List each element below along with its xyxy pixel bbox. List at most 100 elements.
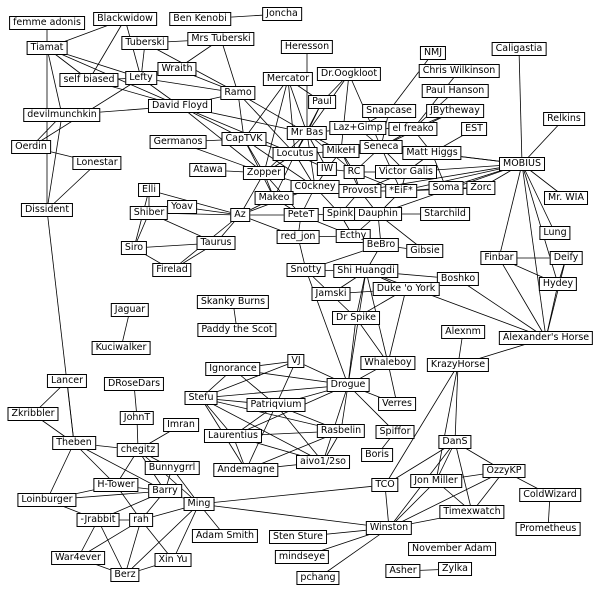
node-aivo: aivo1/2so	[296, 455, 350, 469]
edge-drogue-spiffor	[347, 384, 396, 433]
node-makeo: Makeo	[254, 191, 294, 205]
node-zorc: Zorc	[466, 181, 496, 195]
node-zopper: Zopper	[242, 166, 286, 180]
node-jrabbit: -Jrabbit	[76, 513, 120, 527]
edge-patriqvium-aivo	[275, 404, 324, 463]
edge-krazyhorse-dans	[454, 364, 459, 443]
node-blackwidow: Blackwidow	[93, 12, 157, 26]
node-tco: TCO	[371, 478, 399, 492]
edge-duke_o_york-whaleboy	[387, 288, 407, 364]
edge-david_floyd-locutus	[179, 105, 296, 155]
node-lung: Lung	[539, 226, 571, 240]
edge-mercator-zopper	[263, 78, 289, 174]
node-yoav: Yoav	[167, 200, 197, 214]
node-lancer: Lancer	[46, 374, 88, 388]
node-coldwizard: ColdWizard	[519, 488, 581, 502]
edge-mobius-hydey	[521, 163, 559, 285]
node-rasbelin: Rasbelin	[316, 424, 366, 438]
edge-chegitz-ming	[137, 449, 200, 505]
node-lefty: Lefty	[125, 71, 157, 85]
node-mikeh: MikeH	[322, 144, 360, 158]
node-november-adam: November Adam	[408, 542, 496, 556]
node-pchang: pchang	[296, 571, 340, 585]
node-dans: DanS	[438, 435, 472, 449]
node-skanky-burns: Skanky Burns	[196, 295, 270, 309]
edge-ramo-captvk	[237, 92, 245, 140]
edge-dissident-theben	[46, 209, 75, 444]
node-krazyhorse: KrazyHorse	[426, 358, 490, 372]
node-prometheus: Prometheus	[515, 522, 581, 536]
edge-drogue-stefu	[200, 384, 349, 399]
edge-chris_wilkinson-el_freako	[412, 70, 460, 130]
node-whaleboy: Whaleboy	[360, 356, 416, 370]
node-stefu: Stefu	[184, 391, 218, 405]
edge-shi_huangdi-dr_spike	[355, 270, 367, 319]
edge-jon_miller-winston	[388, 480, 437, 529]
node-alexanders-horse: Alexander's Horse	[498, 331, 594, 345]
node-mr-bas: Mr Bas	[286, 126, 328, 140]
node-asher: Asher	[385, 564, 421, 578]
edge-mobius-alexanders_horse	[521, 163, 547, 339]
node-starchild: Starchild	[420, 207, 470, 221]
node-nmj: NMJ	[419, 46, 447, 60]
node-mr-wia: Mr. WIA	[544, 191, 588, 205]
node-barry: Barry	[148, 484, 182, 498]
node-ignorance: Ignorance	[205, 362, 261, 376]
node-femme-adonis: femme adonis	[9, 16, 85, 30]
node-iw: IW	[316, 162, 338, 176]
node-shi-huangdi: Shi Huangdi	[333, 264, 399, 278]
node-mindseye: mindseye	[274, 550, 330, 564]
node-snapcase: Snapcase	[362, 104, 416, 118]
edge-devilmunchkin-dissident	[46, 114, 63, 211]
node-snotty: Snotty	[286, 263, 326, 277]
edge-ming-xin_yu	[172, 503, 200, 561]
node-caligastia: Caligastia	[491, 42, 547, 56]
edge-ozzykp-winston	[388, 470, 505, 529]
edge-drogue-aivo	[322, 384, 349, 463]
node-atawa: Atawa	[189, 163, 227, 177]
edge-winston-pchang	[317, 527, 390, 579]
node-ming: Ming	[183, 497, 215, 511]
node-devilmunchkin: devilmunchkin	[23, 108, 101, 122]
node-finbar: Finbar	[480, 251, 518, 265]
node-bebro: BeBro	[362, 238, 400, 252]
node-red-jon: red_jon	[276, 230, 320, 244]
node-adam-smith: Adam Smith	[191, 529, 259, 543]
edge-ming-winston	[198, 503, 390, 529]
node-paul: Paul	[308, 95, 336, 109]
node-tuberski: Tuberski	[121, 36, 169, 50]
edge-rah-berz	[124, 519, 142, 576]
node-zylka: Zylka	[438, 562, 472, 576]
node-victor-galis: Victor Galis	[374, 165, 438, 179]
node-war4ever: War4ever	[51, 551, 105, 565]
node-taurus: Taurus	[196, 236, 236, 250]
node-ben-kenobi: Ben Kenobi	[169, 12, 231, 26]
node-paul-hanson: Paul Hanson	[421, 84, 489, 98]
node-est: EST	[461, 122, 487, 136]
node-verres: Verres	[378, 397, 416, 411]
node-theben: Theben	[52, 436, 96, 450]
node-cockney: C0ckney	[290, 180, 340, 194]
node-firelad: Firelad	[152, 263, 192, 277]
edge-mercator-mr_bas	[287, 78, 308, 134]
node-chris-wilkinson: Chris Wilkinson	[418, 64, 500, 78]
node-heresson: Heresson	[280, 40, 334, 54]
node-imran: Imran	[163, 418, 199, 432]
node-joncha: Joncha	[262, 7, 302, 21]
edge-ramo-locutus	[237, 92, 296, 155]
node-mobius: MOBIUS	[499, 157, 545, 171]
node-el-freako: el freako	[388, 122, 438, 136]
node-alexnm: Alexnm	[441, 325, 485, 339]
node-drogue: Drogue	[326, 378, 370, 392]
node-dr-spike: Dr Spike	[332, 311, 380, 325]
node-dauphin: Dauphin	[354, 207, 402, 221]
node-ecthy: Ecthy	[335, 229, 371, 243]
edge-blackwidow-self_biased	[88, 18, 126, 81]
node-jon-miller: Jon Miller	[410, 474, 462, 488]
edge-shi_huangdi-drogue	[347, 270, 367, 386]
node-wraith: Wraith	[157, 62, 197, 76]
node-deify: Deify	[549, 251, 583, 265]
node-rah: rah	[129, 513, 153, 527]
